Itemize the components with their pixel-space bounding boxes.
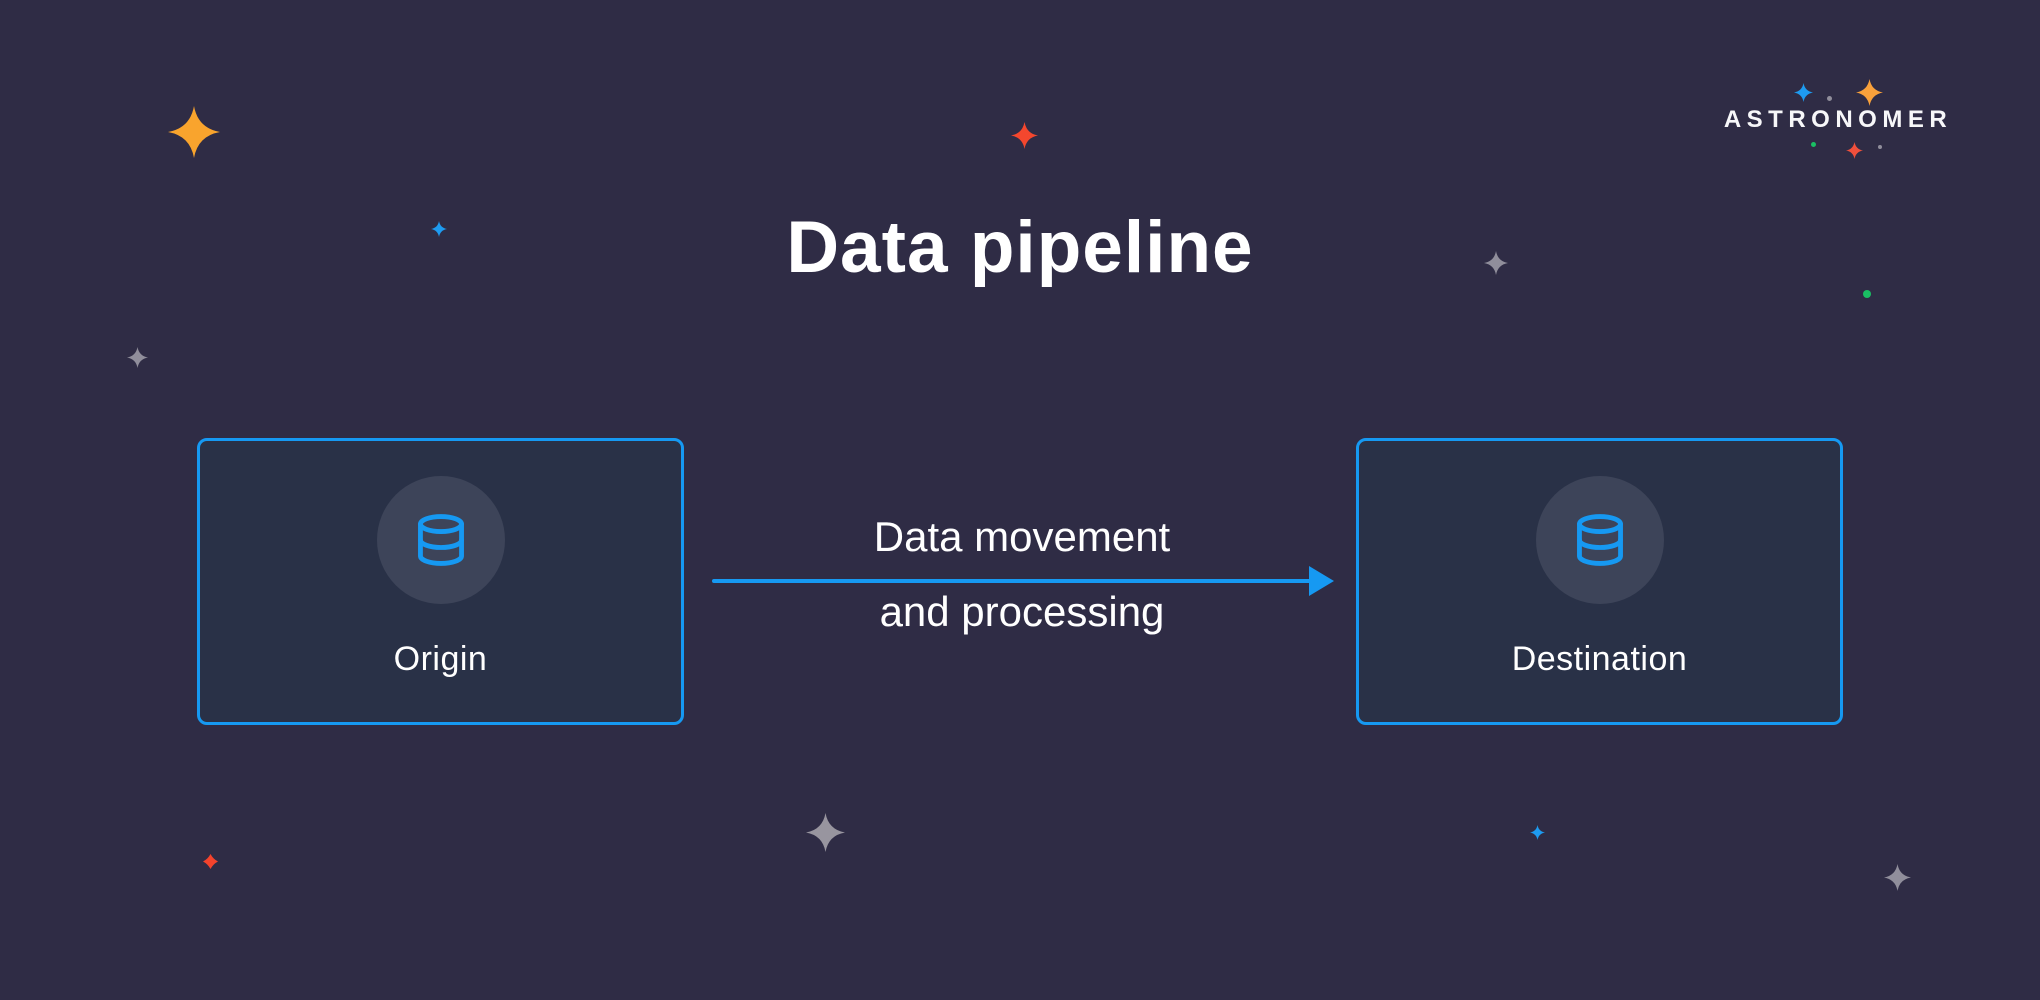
database-icon: [417, 514, 464, 566]
origin-icon-circle: [376, 476, 505, 604]
sparkle-blue-bottom-right: [1529, 824, 1545, 840]
sparkle-red-bottom-left: [202, 853, 218, 869]
destination-label: Destination: [1511, 640, 1688, 678]
edge-label-line-2: and processing: [879, 588, 1165, 635]
destination-node: Destination: [1356, 438, 1843, 725]
origin-node: Origin: [197, 438, 684, 725]
logo-sparkle-blue: [1793, 82, 1813, 102]
sparkle-red-top-center: [1010, 121, 1038, 149]
logo-dot-gray-bottom: [1878, 145, 1882, 149]
arrow-head-icon: [1309, 566, 1334, 596]
edge-label-line-1: Data movement: [873, 513, 1171, 560]
logo-sparkle-orange: [1855, 78, 1883, 106]
sparkle-gray-bottom-center: [805, 812, 845, 852]
destination-icon-circle: [1535, 476, 1664, 604]
dot-green-right: [1863, 290, 1871, 298]
sparkle-gray-left: [126, 346, 148, 368]
database-icon: [1576, 514, 1623, 566]
sparkle-gray-bottom-right: [1883, 863, 1911, 891]
logo-dot-green: [1810, 141, 1816, 147]
astronomer-wordmark: ASTRONOMER: [1723, 106, 1953, 133]
origin-label: Origin: [393, 640, 488, 678]
arrow-line: [712, 579, 1311, 583]
page-title: Data pipeline: [786, 207, 1254, 288]
logo-sparkle-red: [1845, 141, 1863, 159]
logo-dot-gray-top: [1826, 95, 1832, 101]
sparkle-orange-top-left: [168, 106, 220, 158]
